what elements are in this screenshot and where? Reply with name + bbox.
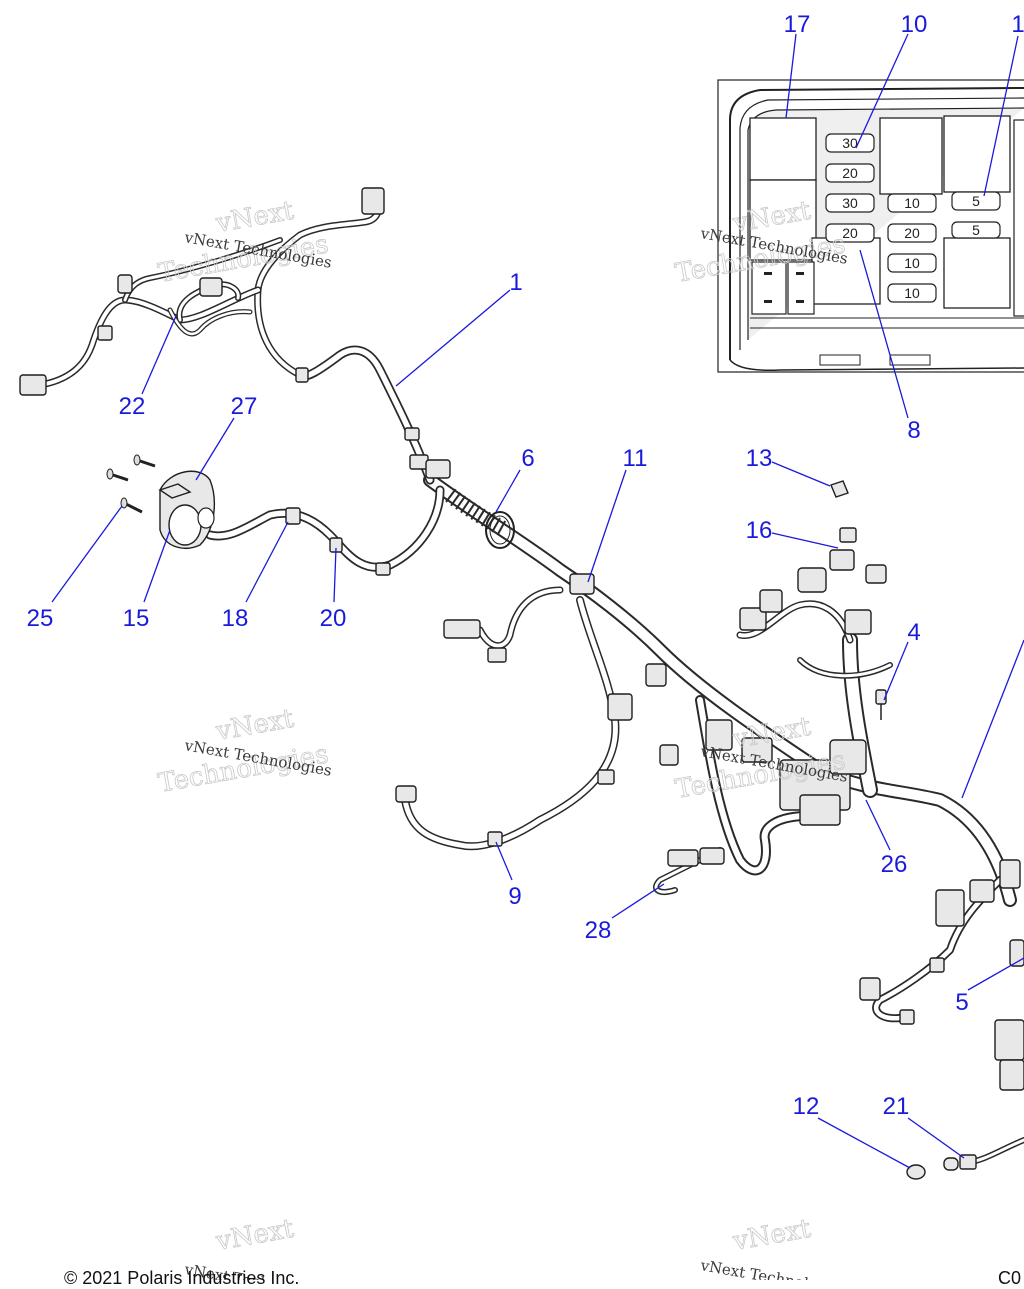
fuse-10-a: 10 bbox=[887, 193, 937, 213]
callout-1-fusebox: 1 bbox=[1011, 11, 1024, 38]
svg-text:20: 20 bbox=[904, 225, 920, 241]
callout-13: 13 bbox=[746, 445, 773, 472]
fuse-10-b: 10 bbox=[887, 253, 937, 273]
screws bbox=[106, 454, 156, 514]
fuse-20-top: 20 bbox=[825, 163, 875, 183]
svg-text:10: 10 bbox=[904, 255, 920, 271]
fuse-30-top: 30 bbox=[825, 133, 875, 153]
callout-20: 20 bbox=[320, 605, 347, 632]
svg-text:10: 10 bbox=[904, 195, 920, 211]
callout-6: 6 bbox=[521, 445, 534, 472]
svg-text:30: 30 bbox=[842, 135, 858, 151]
fuse-20-mid: 20 bbox=[825, 223, 875, 243]
fuse-5-a: 5 bbox=[951, 191, 1001, 211]
callout-27: 27 bbox=[231, 393, 258, 420]
svg-text:vNext Technologies: vNext Technologies bbox=[698, 1256, 849, 1280]
callout-16: 16 bbox=[746, 517, 773, 544]
callouts: 17 10 1 1 22 27 8 6 11 13 16 25 15 18 20… bbox=[27, 11, 1024, 1120]
fuse-5-b: 5 bbox=[951, 221, 1001, 239]
callout-12: 12 bbox=[793, 1093, 820, 1120]
svg-text:20: 20 bbox=[842, 225, 858, 241]
svg-text:vNext: vNext bbox=[730, 1214, 813, 1257]
connectors bbox=[19, 187, 1024, 1180]
svg-text:5: 5 bbox=[972, 193, 980, 209]
svg-text:20: 20 bbox=[842, 165, 858, 181]
callout-10: 10 bbox=[901, 11, 928, 38]
svg-text:vNext: vNext bbox=[213, 196, 296, 239]
callout-4: 4 bbox=[907, 619, 920, 646]
svg-text:5: 5 bbox=[972, 222, 980, 238]
callout-11: 11 bbox=[623, 445, 648, 472]
callout-17: 17 bbox=[784, 11, 811, 38]
callout-1: 1 bbox=[509, 269, 522, 296]
fuse-20-b: 20 bbox=[887, 223, 937, 243]
diagram-code: C0 bbox=[998, 1268, 1022, 1288]
copyright-footer: © 2021 Polaris Industries Inc. bbox=[64, 1268, 300, 1288]
watermark-1: vNext Technologies vNext Technologies bbox=[156, 195, 334, 289]
callout-22: 22 bbox=[119, 393, 146, 420]
leader-lines bbox=[51, 33, 1024, 1169]
svg-text:vNext: vNext bbox=[213, 1214, 296, 1257]
callout-15: 15 bbox=[123, 605, 150, 632]
callout-25: 25 bbox=[27, 605, 54, 632]
fuse-10-c: 10 bbox=[887, 283, 937, 303]
watermark-6: vNext vNext Technologies bbox=[698, 1213, 849, 1280]
callout-5: 5 bbox=[955, 989, 968, 1016]
callout-21: 21 bbox=[883, 1093, 910, 1120]
fuse-box-inset: 30 20 30 20 10 20 10 10 bbox=[717, 79, 1024, 373]
watermark-3: vNext Technologies vNext Technologies bbox=[156, 703, 334, 799]
callout-28: 28 bbox=[585, 917, 612, 944]
callout-18: 18 bbox=[222, 605, 249, 632]
svg-text:10: 10 bbox=[904, 285, 920, 301]
main-harness bbox=[36, 196, 1024, 1165]
fuse-30-mid: 30 bbox=[825, 193, 875, 213]
svg-text:30: 30 bbox=[842, 195, 858, 211]
callout-8: 8 bbox=[907, 417, 920, 444]
svg-text:vNext: vNext bbox=[213, 704, 296, 747]
callout-9: 9 bbox=[508, 883, 521, 910]
callout-26: 26 bbox=[881, 851, 908, 878]
